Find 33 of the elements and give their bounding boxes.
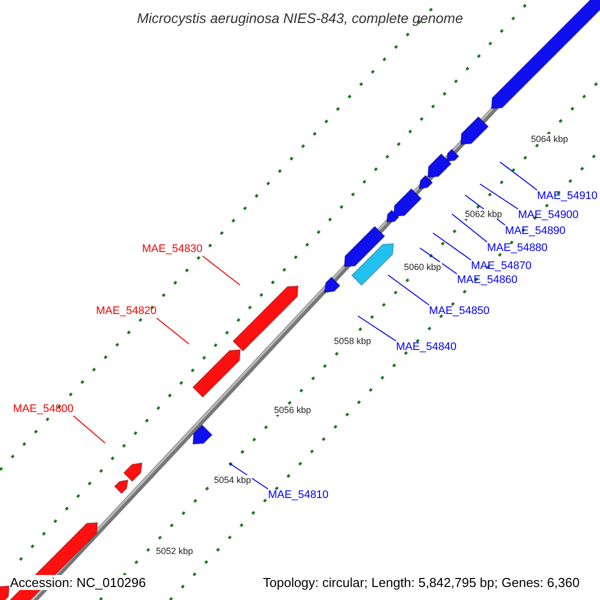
gene-label: MAE_54820: [96, 305, 157, 318]
accession-text: Accession: NC_010296: [9, 575, 147, 590]
leader-line: [500, 162, 538, 190]
gene-label: MAE_54830: [142, 243, 203, 256]
leader-line: [156, 318, 190, 344]
tick-label: 5054 kbp: [213, 475, 252, 485]
tick-label: 5056 kbp: [273, 405, 312, 415]
leader-line: [388, 274, 430, 306]
leader-line: [452, 214, 488, 242]
gene-label: MAE_54840: [396, 341, 457, 354]
tick-label: 5052 kbp: [155, 546, 194, 556]
leader-line: [358, 316, 396, 342]
summary-text: Topology: circular; Length: 5,842,795 bp; Genes: 6,360: [262, 575, 581, 590]
leader-line: [420, 248, 458, 274]
gene-label: MAE_54890: [505, 225, 566, 238]
tick-label: 5062 kbp: [464, 209, 504, 219]
leader-line: [480, 184, 518, 210]
gene-label: MAE_54900: [518, 209, 579, 222]
gene-label: MAE_54860: [457, 274, 518, 287]
gene-label: MAE_54850: [429, 305, 490, 318]
tick-label: 5060 kbp: [403, 262, 442, 272]
tick-label: 5058 kbp: [333, 336, 372, 346]
leader-line: [73, 416, 106, 444]
tick-label: 5064 kbp: [530, 134, 570, 144]
gene-label: MAE_54880: [487, 242, 548, 255]
gene-label: MAE_54910: [537, 190, 598, 203]
title: Microcystis aeruginosa NIES-843, complete genome: [136, 10, 464, 26]
leader-line: [228, 462, 268, 490]
leader-line: [432, 232, 472, 260]
gene-label: MAE_54870: [471, 260, 532, 273]
gene-label: MAE_54800: [13, 403, 74, 416]
leader-line: [202, 256, 240, 286]
gene-label: MAE_54810: [268, 489, 329, 502]
